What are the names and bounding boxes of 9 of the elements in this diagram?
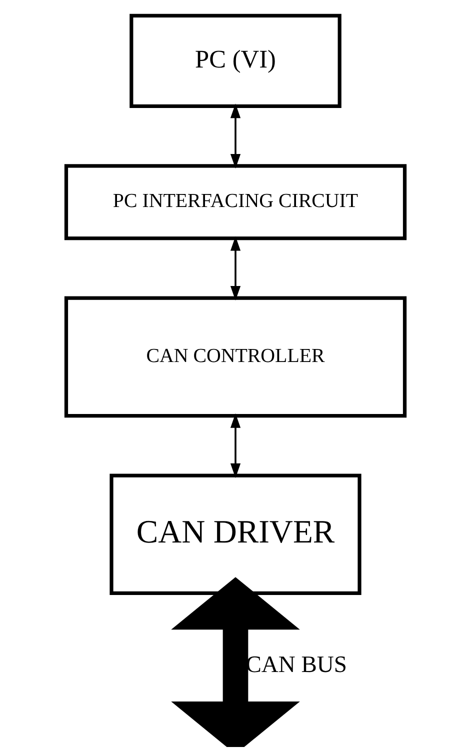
node-box: CAN CONTROLLER (64, 296, 406, 418)
arrow (170, 577, 300, 747)
edge-label: CAN BUS (245, 652, 347, 678)
node-box: CAN DRIVER (109, 474, 361, 595)
arrow (230, 413, 240, 478)
node-box: PC INTERFACING CIRCUIT (64, 164, 406, 240)
arrow (230, 236, 240, 300)
arrow (230, 104, 240, 169)
node-box: PC (VI) (129, 14, 341, 108)
